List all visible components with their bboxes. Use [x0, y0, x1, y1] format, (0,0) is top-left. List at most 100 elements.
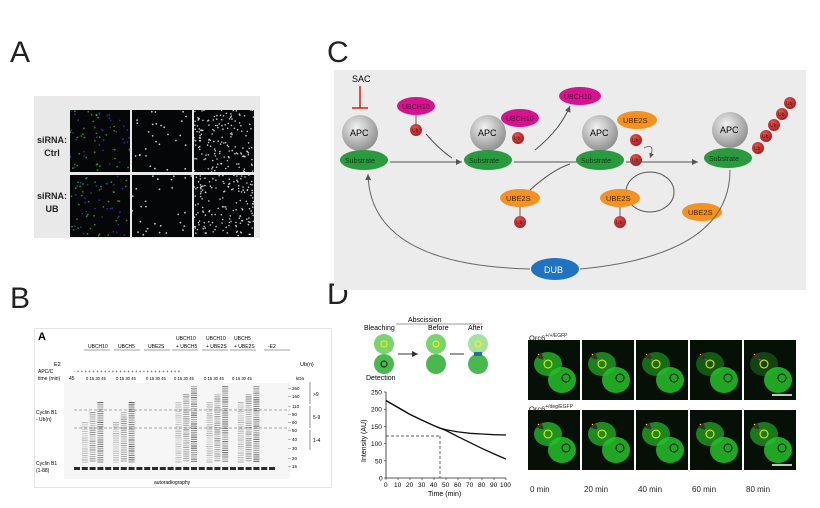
ladder-band: [245, 422, 252, 424]
ladder-band: [206, 415, 213, 417]
ladder-band: [222, 405, 229, 407]
cell-dot: [193, 216, 196, 218]
ladder-band: [128, 441, 135, 443]
ladder-band: [214, 433, 221, 435]
cell-dot: [70, 195, 73, 198]
ladder-band: [89, 447, 96, 449]
cell-dot: [208, 221, 210, 223]
cell-dot: [208, 209, 211, 212]
cell-dot: [247, 223, 250, 226]
timelapse-frame: [690, 410, 742, 470]
ladder-band: [89, 440, 96, 442]
cell-dot: [194, 110, 196, 113]
cell-dot: [219, 198, 221, 200]
ladder-band: [97, 415, 104, 417]
ladder-band: [191, 430, 197, 432]
cell-dot: [86, 233, 89, 235]
cell-dot: [238, 190, 240, 192]
cell-dot: [108, 163, 111, 165]
cell-dot: [240, 178, 242, 180]
cell-dot: [158, 188, 161, 191]
ladder-band: [191, 408, 197, 410]
ladder-band: [120, 442, 127, 444]
cell-dot: [239, 114, 241, 116]
ladder-band: [214, 424, 221, 426]
ladder-band: [113, 452, 119, 454]
ladder-band: [237, 432, 244, 434]
cell-dot: [73, 166, 76, 169]
ladder-band: [222, 410, 229, 412]
ube2s-ellipse-1: [500, 189, 540, 207]
cell-dot: [222, 174, 224, 177]
cell-dot: [107, 234, 110, 236]
cell-dot: [112, 191, 115, 193]
ladder-band: [113, 441, 119, 443]
ladder-band: [97, 430, 104, 432]
ladder-band: [237, 417, 244, 419]
cell-dot: [98, 113, 101, 115]
cell-dot: [221, 205, 224, 208]
cell-dot: [137, 231, 139, 233]
cell-dot: [144, 148, 147, 150]
cell-dot: [118, 215, 120, 218]
cell-dot: [158, 143, 161, 146]
cell-dot: [225, 112, 228, 115]
cell-dot: [152, 175, 154, 177]
cell-dot: [194, 157, 196, 160]
ladder-band: [253, 414, 260, 416]
base-band: [253, 467, 260, 470]
ladder-band: [237, 454, 244, 456]
ladder-band: [222, 454, 229, 456]
ladder-band: [191, 405, 197, 407]
cell-dot: [145, 205, 147, 208]
detection-label: Detection: [366, 375, 396, 382]
pointer-arrow: [590, 352, 599, 361]
cell-dot: [212, 177, 214, 180]
cell-dot: [200, 190, 202, 193]
ladder-band: [175, 424, 182, 426]
cell-dot: [197, 212, 199, 214]
ladder-band: [97, 441, 104, 443]
cell-dot: [149, 165, 152, 168]
cell-dot: [95, 163, 98, 166]
detect-roi: [723, 373, 733, 383]
first-time-value: 45: [69, 376, 75, 382]
ladder-band: [237, 439, 244, 441]
cell-dot: [228, 157, 230, 159]
cell-dot: [109, 119, 112, 122]
cell-dot: [76, 164, 79, 167]
x-tick-label: 100: [500, 482, 511, 489]
cell-dot: [118, 161, 121, 164]
apc-sphere-4: [712, 112, 748, 148]
cell-dot: [177, 213, 180, 216]
cell-dot: [199, 195, 202, 198]
ladder-band: [81, 426, 88, 428]
ladder-band: [175, 459, 182, 461]
ladder-band: [253, 421, 260, 423]
ladder-band: [191, 445, 197, 447]
cell-dot: [82, 133, 84, 136]
ladder-band: [97, 402, 104, 404]
ladder-band: [191, 432, 197, 434]
time-40: 40 min: [638, 485, 663, 494]
base-band: [237, 467, 244, 470]
cell-dot: [115, 231, 118, 234]
ladder-band: [222, 441, 229, 443]
cell-dot: [80, 194, 83, 197]
ladder-band: [245, 411, 252, 413]
panel-b-inner-letter: A: [38, 331, 46, 343]
cell-dot: [166, 168, 169, 171]
cell-dot: [131, 209, 134, 212]
ladder-band: [113, 446, 119, 448]
ladder-band: [183, 402, 190, 404]
ladder-band: [81, 424, 88, 426]
cell-dot: [244, 176, 246, 178]
ub-chain-label: Ub: [786, 101, 793, 107]
cell-dot: [229, 116, 232, 119]
micrograph-tile: [194, 110, 254, 172]
ladder-band: [206, 428, 213, 430]
cell-dot: [218, 123, 220, 125]
cell-dot: [71, 225, 73, 228]
complex-2: APC Substrate UBCH10 Ub: [464, 109, 539, 170]
ladder-band: [97, 428, 104, 430]
